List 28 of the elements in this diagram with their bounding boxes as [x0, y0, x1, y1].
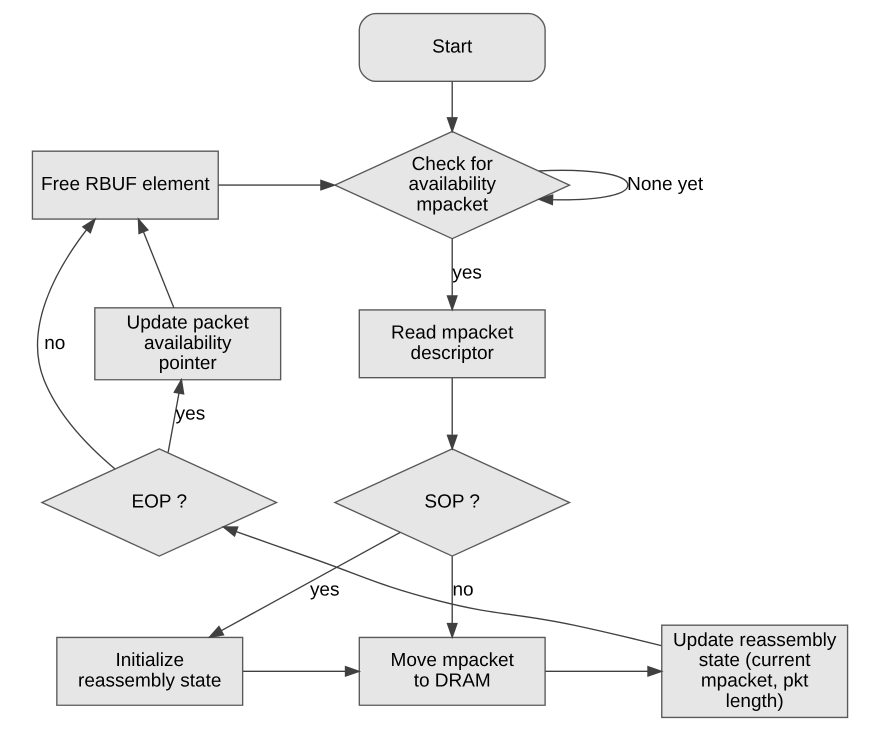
- arrow: [138, 217, 174, 308]
- arrow: [446, 556, 458, 640]
- arrow: [446, 378, 458, 451]
- node-box: Start: [358, 12, 546, 82]
- arrow: [36, 218, 116, 470]
- arrow: [446, 81, 458, 134]
- arrow: [536, 170, 629, 206]
- arrow: [243, 666, 362, 678]
- edge-label: None yet: [627, 174, 704, 196]
- edge-label: no: [452, 580, 474, 601]
- node-box: Move mpacket to DRAM: [358, 636, 546, 706]
- edge-label: yes: [176, 403, 206, 424]
- node-diamond: EOP ?: [40, 448, 278, 557]
- arrow: [218, 179, 337, 191]
- arrow: [446, 238, 458, 312]
- arrow: [167, 378, 184, 453]
- node-box: Free RBUF element: [32, 150, 219, 220]
- node-diamond: Check for availability mpacket: [333, 130, 572, 240]
- arrow: [208, 532, 401, 638]
- arrow: [546, 666, 664, 678]
- node-diamond: SOP ?: [333, 448, 572, 557]
- node-box: Update reassembly state (current mpacket, pkt length): [661, 624, 848, 718]
- edge-label: no: [44, 332, 66, 354]
- node-box: Update packet availability pointer: [94, 307, 282, 380]
- node-box: Initialize reassembly state: [56, 636, 244, 706]
- arrow: [221, 526, 662, 646]
- node-box: Read mpacket descriptor: [358, 309, 546, 378]
- edge-label: yes: [310, 580, 340, 601]
